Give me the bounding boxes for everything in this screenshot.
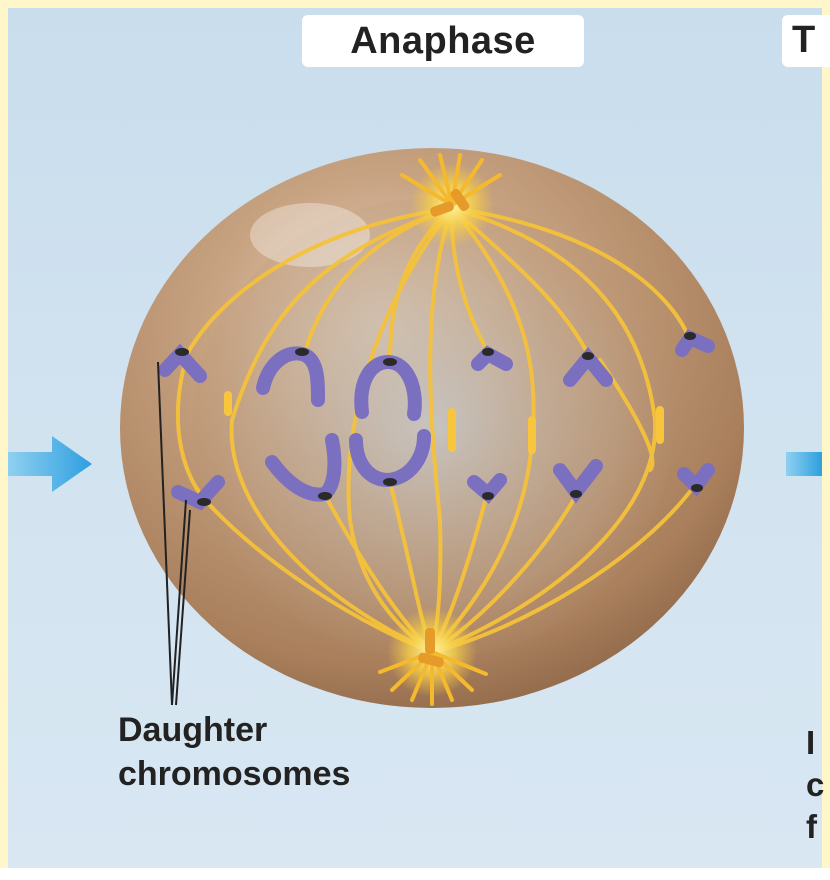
arrow-in-icon bbox=[8, 436, 92, 492]
next-stage-title-box: T bbox=[782, 15, 830, 67]
bottom-centrosome bbox=[378, 607, 488, 706]
daughter-chromosomes-label: Daughter chromosomes bbox=[118, 708, 350, 796]
stage-title-box: Anaphase bbox=[302, 15, 584, 67]
caption-fragment: I bbox=[806, 724, 816, 761]
top-centrosome bbox=[400, 153, 502, 247]
arrow-out-icon bbox=[786, 452, 822, 476]
next-stage-title-fragment: T bbox=[792, 19, 816, 61]
kinetochores bbox=[175, 332, 703, 506]
stage-title: Anaphase bbox=[350, 19, 536, 62]
label-leader-lines bbox=[157, 361, 191, 706]
caption-fragment: f bbox=[806, 808, 817, 845]
label-line-2: chromosomes bbox=[118, 755, 351, 793]
caption-fragment: c bbox=[806, 766, 825, 803]
bottom-strip bbox=[0, 868, 830, 880]
next-stage-caption: I c f bbox=[806, 722, 830, 848]
overlap-fiber-marks bbox=[224, 391, 664, 454]
label-line-1: Daughter bbox=[118, 711, 268, 749]
